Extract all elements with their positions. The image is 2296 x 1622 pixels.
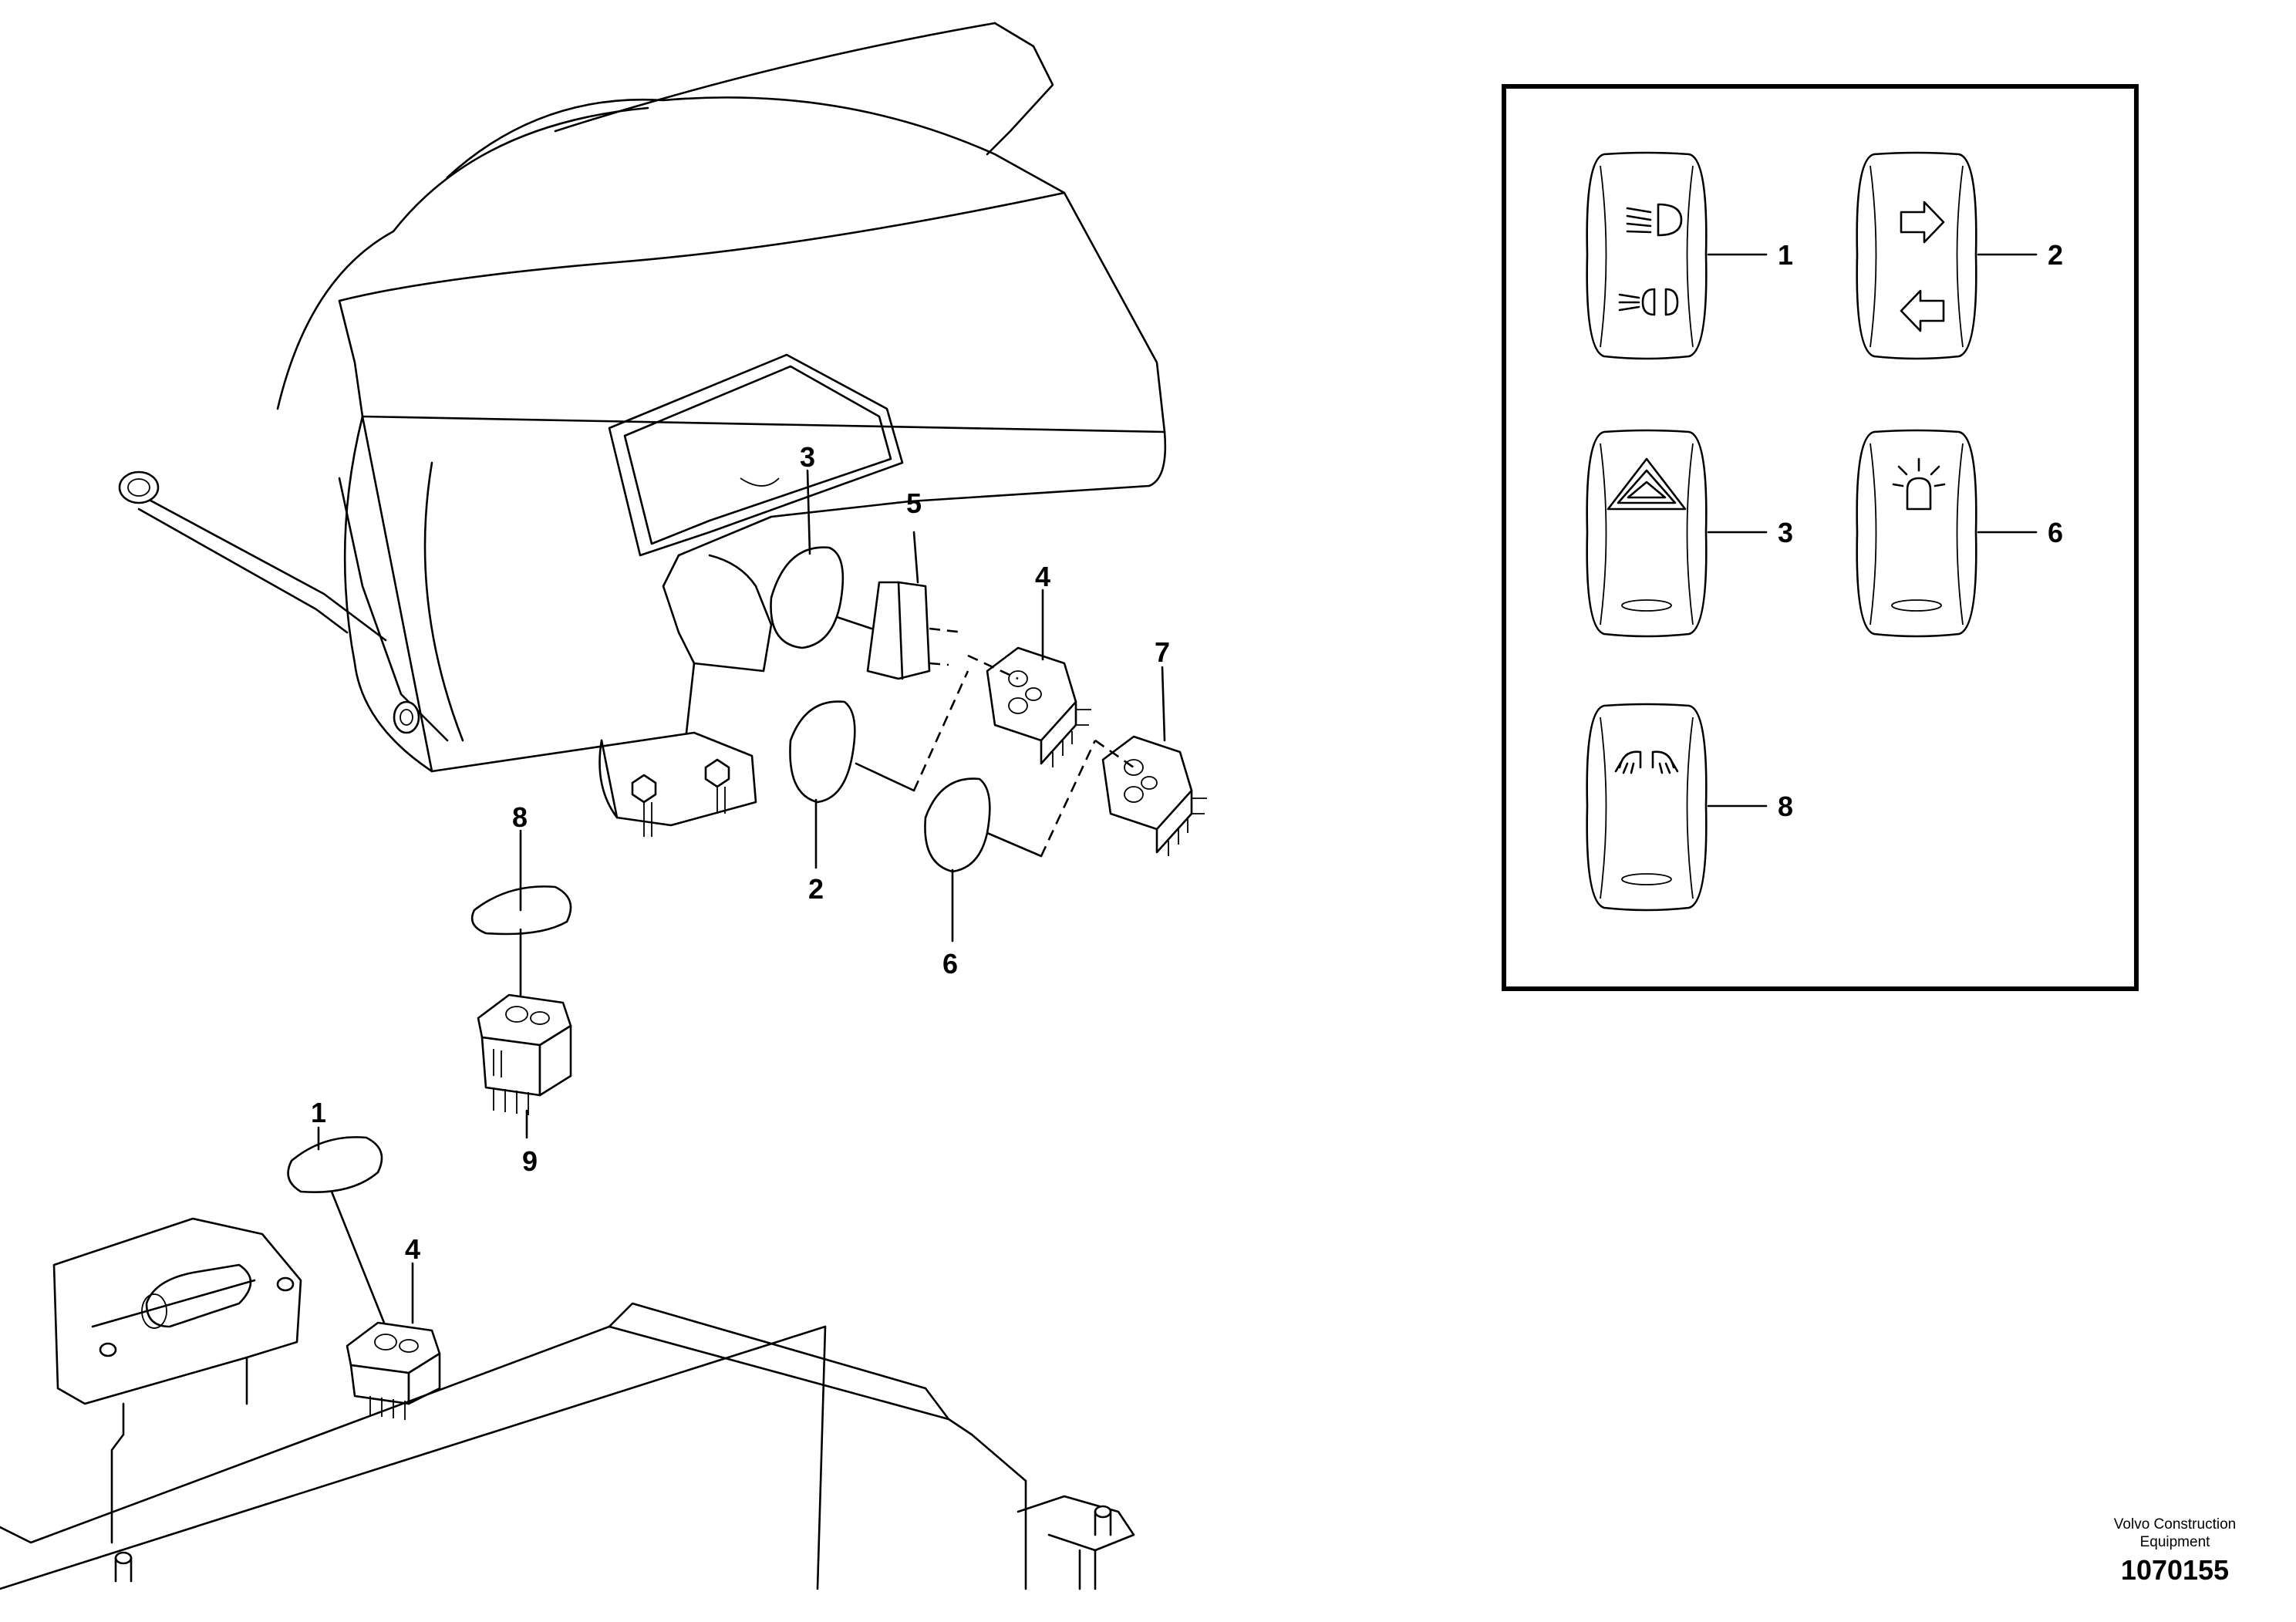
callout-8: 8 [512, 801, 528, 833]
main-callouts: 3 5 4 7 2 6 8 9 1 4 [311, 441, 1170, 1265]
legend-label-6: 6 [2048, 517, 2063, 548]
legend-item-1: 1 [1586, 151, 1793, 360]
legend-label-3: 3 [1778, 517, 1793, 548]
callout-3: 3 [800, 441, 815, 473]
lower-assembly-drawing [0, 1126, 1135, 1590]
callout-2: 2 [808, 873, 824, 905]
instrument-panel-drawing [118, 22, 1167, 837]
callout-5: 5 [906, 487, 922, 519]
callout-4-lower: 4 [405, 1233, 420, 1265]
callout-7: 7 [1155, 636, 1170, 668]
switch-cap-2 [789, 700, 856, 804]
switch-body-7 [1101, 735, 1207, 856]
work-lights-icon [1614, 750, 1679, 774]
callout-6: 6 [942, 948, 958, 980]
footer: Volvo Construction Equipment 1070155 [2114, 1516, 2236, 1586]
switch-group-middle [470, 829, 572, 1139]
legend-label-1: 1 [1778, 239, 1793, 271]
switch-group-upper [770, 469, 1207, 943]
rotating-beacon-icon [1892, 457, 1946, 511]
direction-arrows-icon [1900, 201, 1945, 332]
hazard-warning-triangle-icon [1607, 457, 1687, 511]
legend-label-2: 2 [2048, 239, 2063, 271]
switch-body-9 [477, 993, 572, 1115]
switch-body-4-lower [346, 1321, 441, 1420]
callout-9: 9 [522, 1145, 538, 1177]
headlight-dipped-beam-icon [1618, 203, 1683, 316]
switch-body-4-upper [986, 646, 1091, 767]
switch-cap-6 [924, 777, 991, 873]
switch-cap-3 [770, 546, 845, 649]
callout-1: 1 [311, 1097, 326, 1128]
company-name-line2: Equipment [2140, 1534, 2211, 1550]
legend-item-2: 2 [1856, 151, 2063, 360]
switch-cap-1 [287, 1136, 383, 1193]
document-number: 1070155 [2121, 1554, 2229, 1586]
callout-4-upper: 4 [1035, 561, 1050, 592]
legend-item-3: 3 [1586, 429, 1793, 638]
legend-item-8: 8 [1586, 703, 1793, 912]
switch-legend-box: 1 2 3 [1502, 84, 2139, 991]
legend-label-8: 8 [1778, 791, 1793, 822]
company-name-line1: Volvo Construction [2114, 1516, 2236, 1533]
legend-item-6: 6 [1856, 429, 2063, 638]
